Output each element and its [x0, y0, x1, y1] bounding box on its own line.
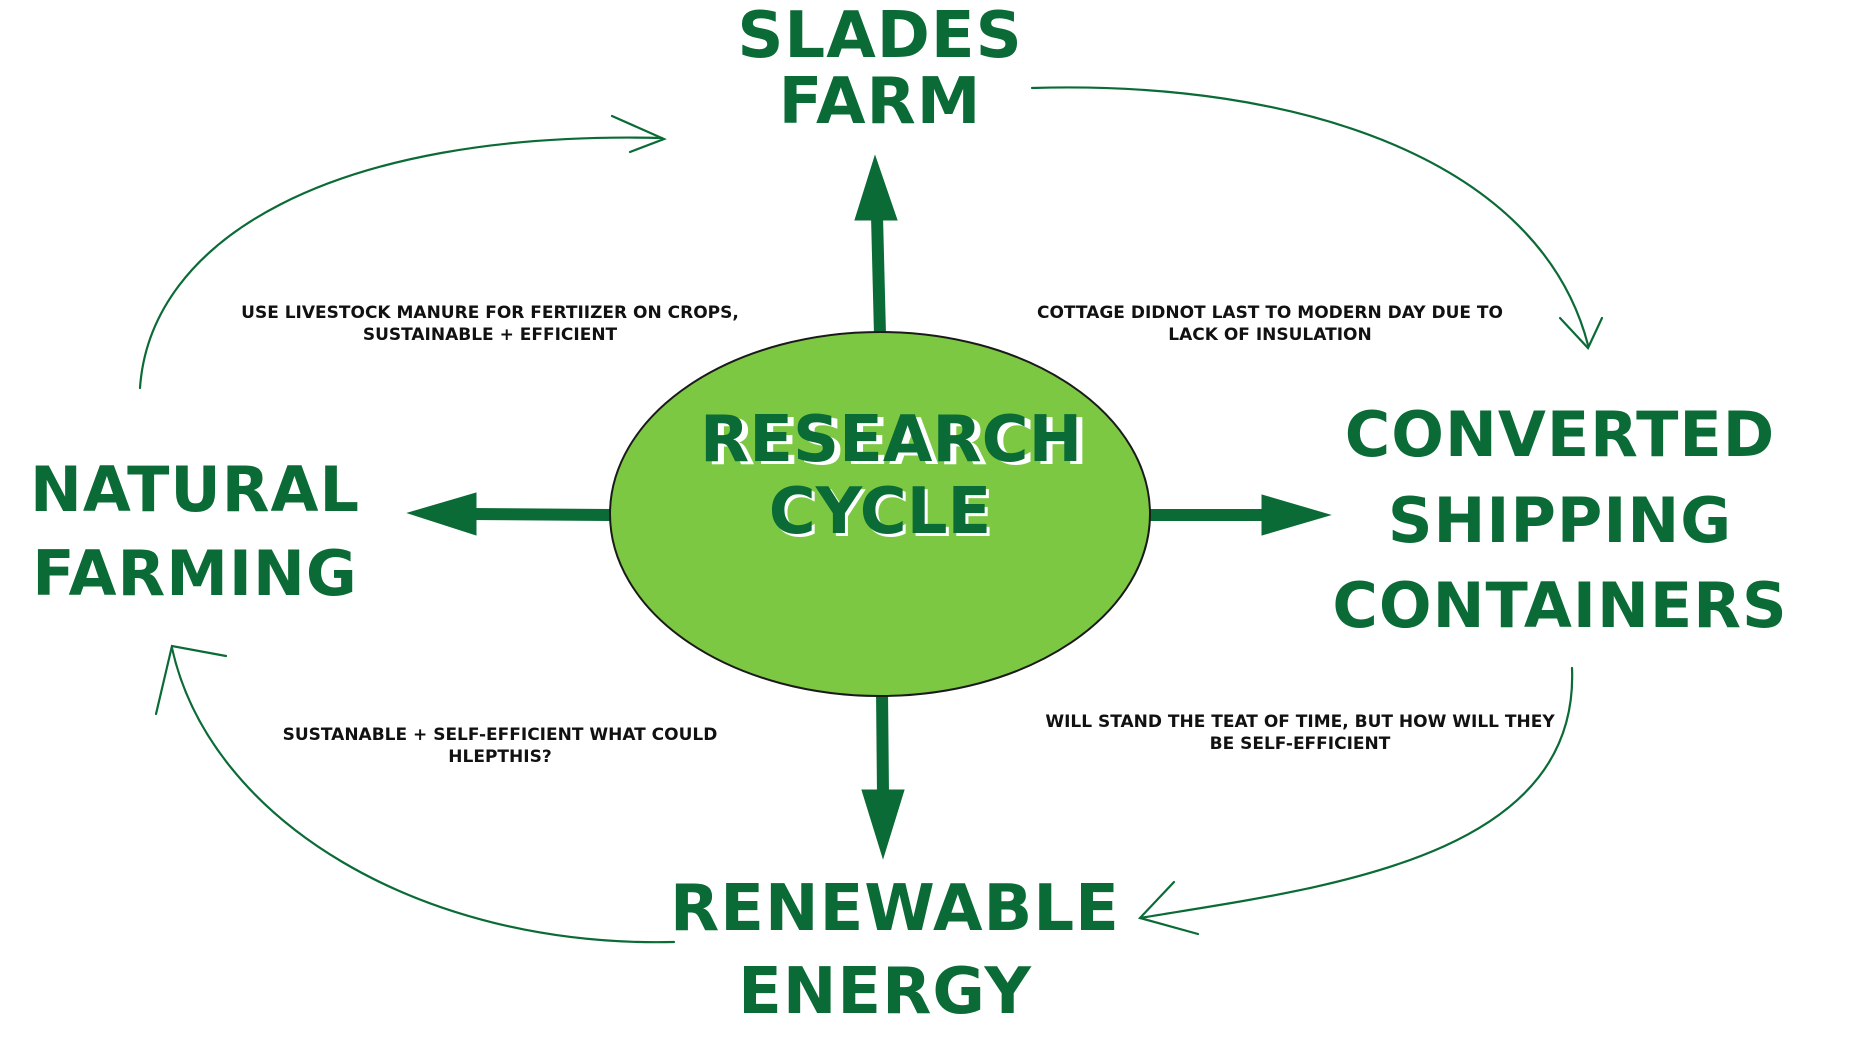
node-renewable-energy: RENEWABLE ENERGY — [670, 868, 1120, 1034]
node-converted-line-1: CONVERTED — [1344, 398, 1776, 471]
node-renewable-energy-line-2: ENERGY — [738, 955, 1032, 1030]
note-top-right: COTTAGE DIDNOT LAST TO MODERN DAY DUE TO… — [1010, 302, 1530, 346]
arrow-head-down — [861, 789, 905, 860]
node-slades-farm-line-1: SLADES — [737, 0, 1023, 73]
curve-arrow-bottom-to-left-head — [154, 644, 228, 716]
arrow-head-right — [1261, 494, 1332, 536]
arrow-shaft-up — [871, 215, 886, 336]
note-bottom-left-line-1: SUSTANABLE + SELF-EFFICIENT WHAT COULD — [282, 725, 718, 745]
center-label-line-2: CYCLE CYCLE — [700, 474, 1060, 552]
curve-arrow-bottom-to-left — [170, 646, 676, 944]
curve-arrow-right-to-bottom-head — [1137, 880, 1200, 936]
note-bottom-right-line-2: BE SELF-EFFICIENT — [1209, 734, 1391, 755]
node-natural-farming: NATURAL FARMING — [20, 448, 370, 617]
arrow-head-up — [854, 154, 898, 221]
curve-arrow-right-to-bottom — [1138, 666, 1574, 920]
note-bottom-right: WILL STAND THE TEAT OF TIME, BUT HOW WIL… — [1020, 711, 1580, 755]
curve-arrow-left-to-top-head — [610, 114, 667, 154]
curve-arrow-top-to-right — [1030, 86, 1590, 347]
note-top-right-line-1: COTTAGE DIDNOT LAST TO MODERN DAY DUE TO — [1037, 303, 1503, 323]
arrow-shaft-down — [876, 689, 889, 796]
curve-arrow-top-to-right-head — [1558, 316, 1604, 350]
center-label-line-2-shadow: CYCLE — [771, 477, 995, 552]
note-top-right-line-2: LACK OF INSULATION — [1168, 325, 1372, 346]
note-bottom-right-line-1: WILL STAND THE TEAT OF TIME, BUT HOW WIL… — [1045, 712, 1555, 732]
arrow-shaft-left — [469, 508, 611, 521]
center-label-line-1-shadow: RESEARCH — [706, 406, 1089, 480]
node-natural-farming-line-1: NATURAL — [30, 453, 360, 526]
note-bottom-left: SUSTANABLE + SELF-EFFICIENT WHAT COULD H… — [260, 724, 740, 768]
node-converted-shipping-containers: CONVERTED SHIPPING CONTAINERS — [1330, 392, 1790, 649]
center-label-line-2-text: CYCLE — [768, 474, 992, 549]
note-top-left-line-2: SUSTAINABLE + EFFICIENT — [362, 325, 618, 346]
node-slades-farm-line-2: FARM — [778, 64, 982, 139]
node-converted-line-2: SHIPPING — [1387, 483, 1733, 557]
curve-arrow-left-to-top — [138, 136, 664, 390]
center-label-line-1-text: RESEARCH — [700, 403, 1083, 477]
research-cycle-ellipse — [609, 331, 1151, 697]
node-slades-farm: SLADES FARM — [720, 0, 1040, 139]
note-bottom-left-line-2: HLEPTHIS? — [448, 747, 552, 768]
arrow-head-left — [406, 492, 477, 536]
note-top-left: USE LIVESTOCK MANURE FOR FERTIIZER ON CR… — [220, 302, 760, 346]
center-label-line-1: RESEARCH RESEARCH — [700, 404, 1089, 480]
center-label: RESEARCH RESEARCH CYCLE CYCLE — [700, 404, 1089, 552]
node-renewable-energy-line-1: RENEWABLE — [670, 872, 1120, 946]
node-converted-line-3: CONTAINERS — [1332, 569, 1788, 643]
node-natural-farming-line-2: FARMING — [32, 537, 358, 611]
note-top-left-line-1: USE LIVESTOCK MANURE FOR FERTIIZER ON CR… — [241, 303, 739, 323]
